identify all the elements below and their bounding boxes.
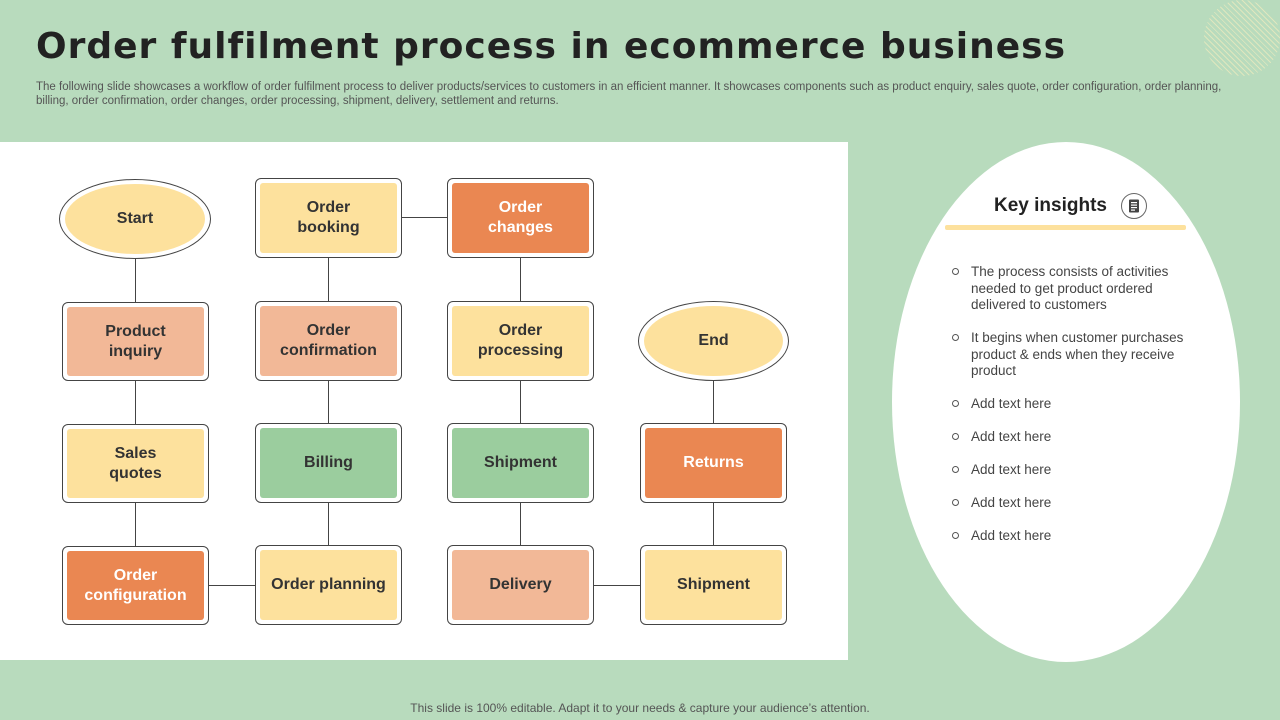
insight-text: Add text here [971, 495, 1052, 510]
shipment-label: Shipment [452, 428, 589, 498]
bullet-icon [952, 433, 959, 440]
shipment-node: Shipment [640, 545, 787, 625]
end-node: End [638, 301, 789, 381]
connector [135, 502, 136, 546]
insights-list: The process consists of activities neede… [952, 264, 1192, 561]
shipment-node: Shipment [447, 423, 594, 503]
bullet-icon [952, 532, 959, 539]
document-icon [1121, 193, 1147, 219]
delivery-node: Delivery [447, 545, 594, 625]
insight-text: Add text here [971, 462, 1052, 477]
end-label: End [644, 306, 783, 376]
bullet-icon [952, 268, 959, 275]
insight-text: It begins when customer purchases produc… [971, 330, 1184, 378]
connector [593, 585, 640, 586]
connector [208, 585, 256, 586]
connector [135, 258, 136, 302]
insight-text: Add text here [971, 528, 1052, 543]
order-planning-node: Order planning [255, 545, 402, 625]
bullet-icon [952, 334, 959, 341]
list-item: Add text here [952, 528, 1192, 545]
decorative-circle [1204, 0, 1280, 76]
order-changes-node: Order changes [447, 178, 594, 258]
returns-node: Returns [640, 423, 787, 503]
bullet-icon [952, 400, 959, 407]
start-label: Start [65, 184, 205, 254]
slide-title: Order fulfilment process in ecommerce bu… [36, 26, 1067, 67]
bullet-icon [952, 499, 959, 506]
list-item: Add text here [952, 462, 1192, 479]
product-inquiry-node: Product inquiry [62, 302, 209, 381]
list-item: The process consists of activities neede… [952, 264, 1192, 314]
order-processing-label: Order processing [452, 306, 589, 376]
insight-text: The process consists of activities neede… [971, 264, 1169, 312]
billing-node: Billing [255, 423, 402, 503]
connector [713, 502, 714, 546]
delivery-label: Delivery [452, 550, 589, 620]
list-item: Add text here [952, 396, 1192, 413]
sales-quotes-label: Sales quotes [67, 429, 204, 498]
billing-label: Billing [260, 428, 397, 498]
order-processing-node: Order processing [447, 301, 594, 381]
connector [520, 258, 521, 302]
slide-footer: This slide is 100% editable. Adapt it to… [410, 701, 870, 715]
connector [328, 502, 329, 546]
sales-quotes-node: Sales quotes [62, 424, 209, 503]
insight-text: Add text here [971, 429, 1052, 444]
connector [135, 380, 136, 424]
order-configuration-label: Order configuration [67, 551, 204, 620]
returns-label: Returns [645, 428, 782, 498]
order-confirmation-node: Order confirmation [255, 301, 402, 381]
title-underline [945, 225, 1186, 230]
order-booking-label: Order booking [260, 183, 397, 253]
connector [328, 258, 329, 302]
list-item: It begins when customer purchases produc… [952, 330, 1192, 380]
connector [328, 380, 329, 424]
connector [401, 217, 448, 218]
key-insights-title: Key insights [994, 195, 1107, 216]
list-item: Add text here [952, 429, 1192, 446]
insight-text: Add text here [971, 396, 1052, 411]
order-booking-node: Order booking [255, 178, 402, 258]
bullet-icon [952, 466, 959, 473]
product-inquiry-label: Product inquiry [67, 307, 204, 376]
order-configuration-node: Order configuration [62, 546, 209, 625]
connector [520, 380, 521, 424]
connector [520, 502, 521, 546]
connector [713, 380, 714, 424]
start-node: Start [59, 179, 211, 259]
shipment-label: Shipment [645, 550, 782, 620]
order-confirmation-label: Order confirmation [260, 306, 397, 376]
order-planning-label: Order planning [260, 550, 397, 620]
order-changes-label: Order changes [452, 183, 589, 253]
slide-subtitle: The following slide showcases a workflow… [36, 81, 1222, 107]
list-item: Add text here [952, 495, 1192, 512]
